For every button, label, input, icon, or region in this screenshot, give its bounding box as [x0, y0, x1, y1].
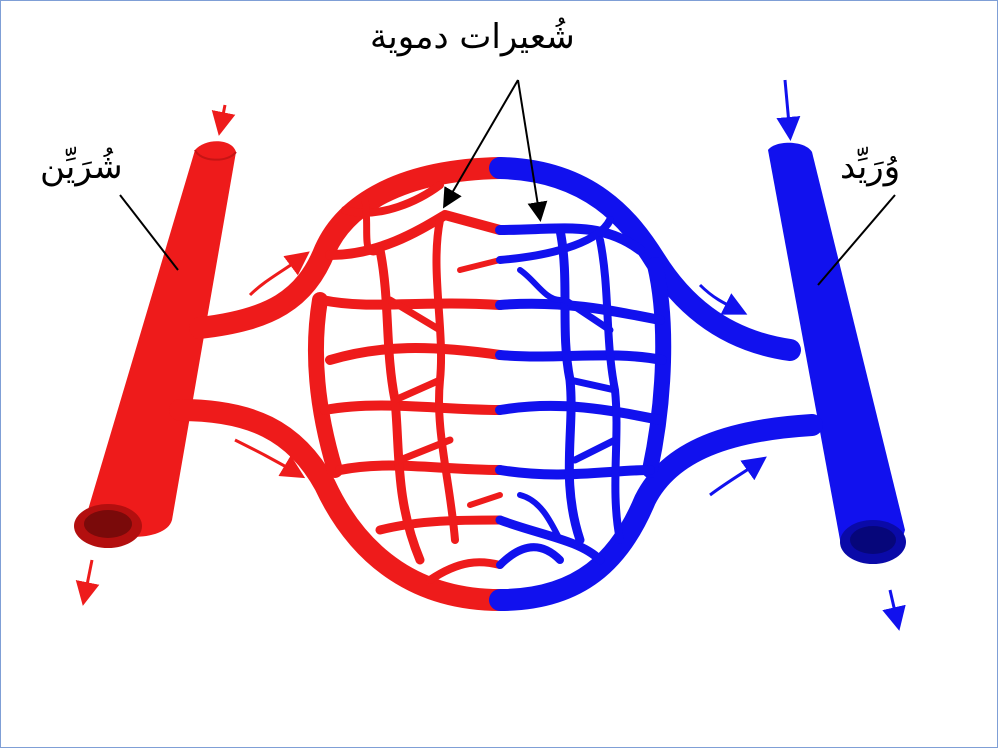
capillaries-label: شُعيرات دموية — [370, 20, 575, 54]
capillaries-leader-left — [445, 80, 518, 205]
artery — [74, 141, 236, 548]
vein-label: وُرَيِّد — [840, 150, 900, 184]
flow-arrow-icon — [220, 105, 225, 130]
artery-leader — [120, 195, 178, 270]
artery-label: شُرَيِّن — [40, 150, 123, 184]
arteriole-network — [180, 168, 500, 600]
capillaries-leader-right — [518, 80, 540, 218]
flow-arrow-icon — [890, 590, 898, 625]
flow-arrow-icon — [84, 560, 92, 600]
flow-arrow-icon — [785, 80, 790, 135]
venule-network — [500, 168, 812, 600]
flow-arrow-icon — [710, 460, 762, 495]
